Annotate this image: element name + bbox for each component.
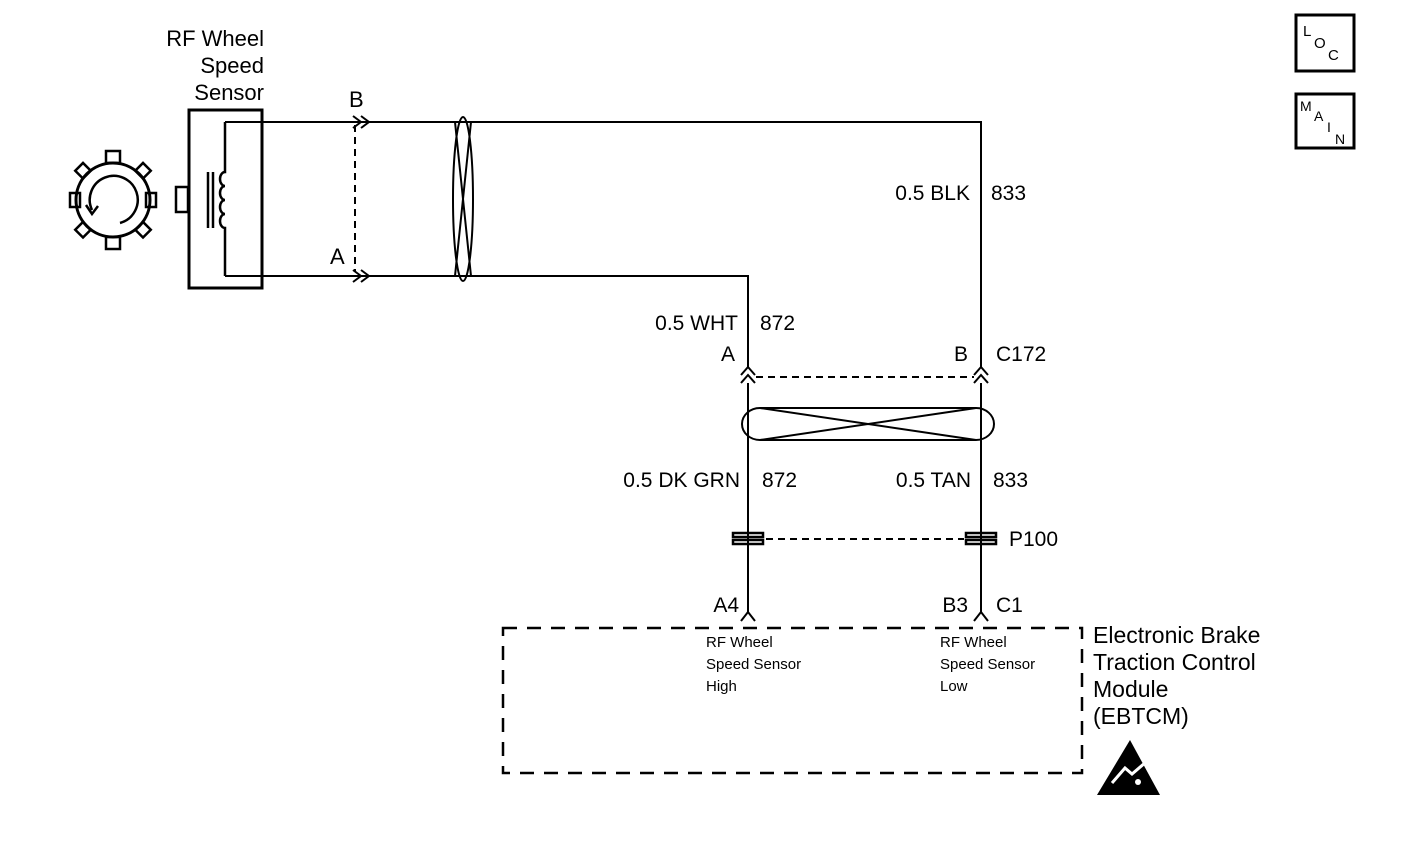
wire-833-blk [225,121,982,368]
c172-pin-a: A [721,343,735,366]
tone-wheel-icon [68,149,158,251]
wire-blk-circuit: 833 [991,182,1026,205]
loc-button-frame [1294,13,1356,73]
sensor-title-line3: Sensor [194,80,264,105]
sensor-body [187,108,264,290]
connector-c172 [740,365,989,384]
sensor-pin-a: A [330,244,345,269]
main-button[interactable]: M A I N [1296,94,1354,148]
ecm-conn-c1: C1 [996,594,1023,617]
wire-dkgrn-label: 0.5 DK GRN [623,469,740,492]
loc-letter-o: O [1314,35,1326,52]
twisted-pair-lower [741,407,995,441]
sensor-connector [352,115,371,283]
pin-a4-terminal [740,610,756,622]
wire-dkgrn-circuit: 872 [762,469,797,492]
main-letter-m: M [1300,98,1312,114]
module-name-line1: Electronic Brake [1093,622,1260,648]
ecm-pin-a4: A4 [713,594,739,617]
low-label-line2: Speed Sensor [940,656,1035,673]
connector-p100 [731,531,998,546]
main-letter-n: N [1335,131,1345,147]
loc-letter-c: C [1328,47,1339,64]
high-label-line3: High [706,678,737,695]
wire-wht-label: 0.5 WHT [655,312,738,335]
module-name-line2: Traction Control [1093,649,1256,675]
sensor-pin-b: B [349,87,364,112]
sensor-coil-icon [206,122,227,276]
twisted-pair-icon [452,116,474,282]
ecm-pin-b3: B3 [942,594,968,617]
ebtcm-module-box [501,626,1084,775]
wire-872-wht [225,275,749,368]
p100-name: P100 [1009,528,1058,551]
sensor-title-line1: RF Wheel [166,26,264,51]
c172-name: C172 [996,343,1046,366]
high-label-line1: RF Wheel [706,634,773,651]
wire-tan-circuit: 833 [993,469,1028,492]
wire-blk-label: 0.5 BLK [895,182,970,205]
high-label-line2: Speed Sensor [706,656,801,673]
sensor-title-line2: Speed [200,53,264,78]
main-letter-i: I [1327,119,1331,135]
module-name-line4: (EBTCM) [1093,703,1189,729]
loc-button[interactable]: L O C [1296,15,1354,71]
main-button-frame [1294,92,1356,150]
module-name-line3: Module [1093,676,1168,702]
main-letter-a: A [1314,108,1324,124]
c172-pin-b: B [954,343,968,366]
low-label-line3: Low [940,678,968,695]
sensor-tip [174,185,190,214]
wire-tan-label: 0.5 TAN [896,469,971,492]
pin-b3-terminal [973,610,989,622]
loc-letter-l: L [1303,23,1311,40]
esd-warning-icon [1097,740,1160,795]
wire-wht-circuit: 872 [760,312,795,335]
low-label-line1: RF Wheel [940,634,1007,651]
